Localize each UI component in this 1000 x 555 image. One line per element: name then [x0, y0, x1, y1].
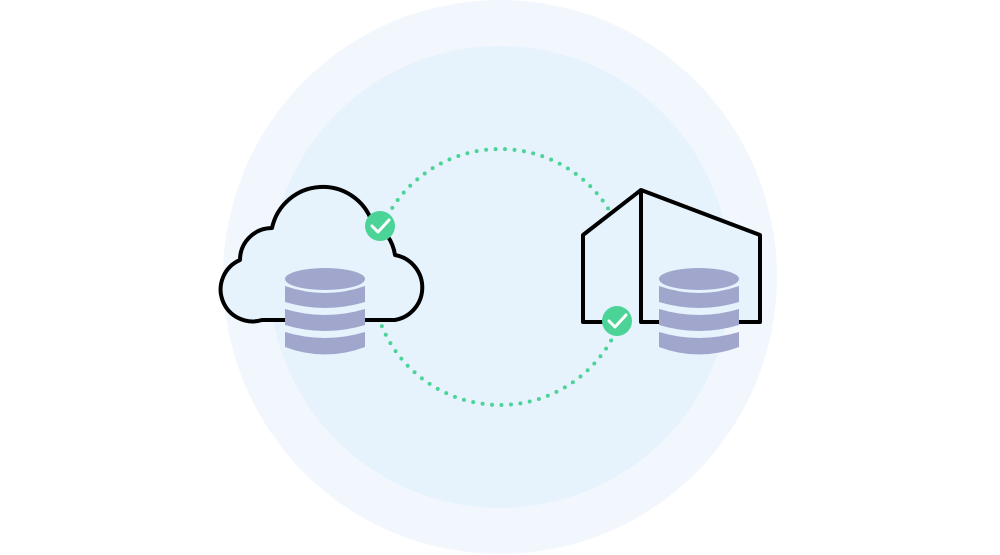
- cloud-sync-check-icon: [365, 211, 395, 241]
- cloud-icon: [218, 184, 425, 324]
- inner-halo: [269, 46, 731, 508]
- onpremise-sync-check-icon: [602, 306, 632, 336]
- onpremise-database-icon: [659, 268, 739, 355]
- cloud-database-icon: [285, 268, 365, 355]
